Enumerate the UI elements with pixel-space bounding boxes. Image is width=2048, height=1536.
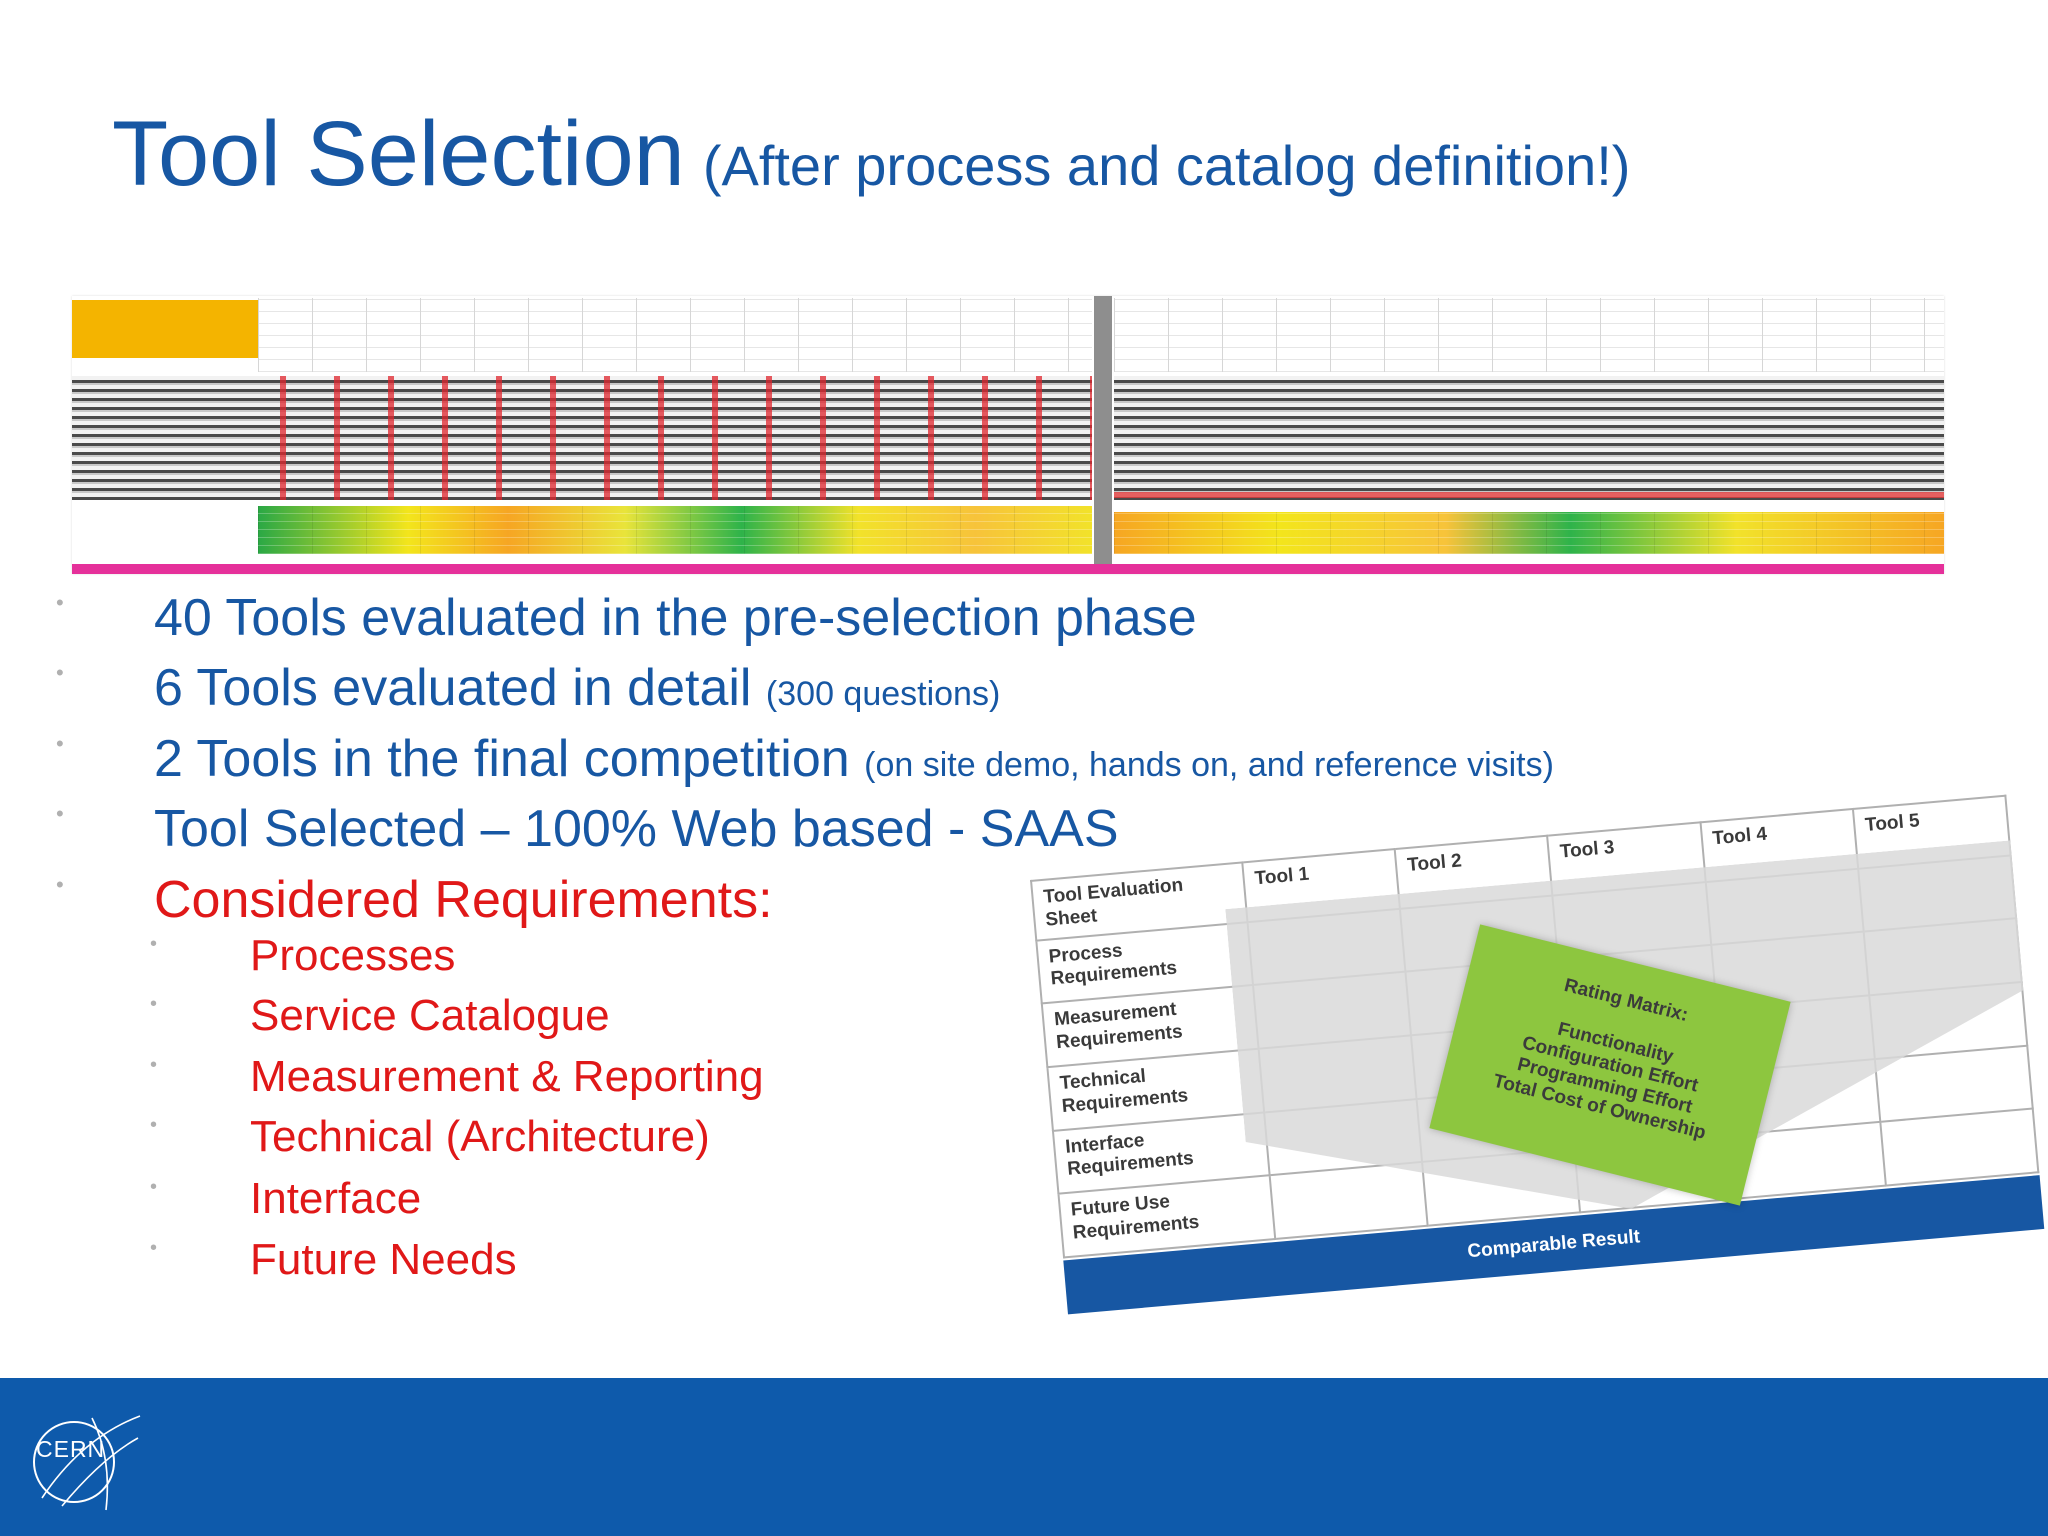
cern-logo-text: CERN — [36, 1436, 106, 1462]
bullet-item: • Tool Selected – 100% Web based - SAAS — [56, 800, 1119, 858]
spreadsheet-red-markers — [258, 376, 1092, 500]
cern-logo-icon — [33, 1415, 141, 1511]
bullet-item: • Considered Requirements: — [56, 871, 773, 929]
bullet-note: (on site demo, hands on, and reference v… — [864, 746, 1554, 784]
bullet-dot: • — [56, 872, 64, 897]
spreadsheet-rows-right — [1114, 376, 1944, 500]
bullet-dot: • — [56, 590, 64, 615]
requirement-text: Future Needs — [250, 1235, 517, 1284]
slide-title-main: Tool Selection — [112, 103, 685, 205]
requirement-text: Technical (Architecture) — [250, 1112, 710, 1161]
spreadsheet-total-row — [72, 564, 1944, 574]
requirement-item: • Service Catalogue — [150, 991, 610, 1040]
requirement-item: • Technical (Architecture) — [150, 1112, 710, 1161]
spreadsheet-header-grid — [258, 298, 1092, 372]
bullet-dot: • — [150, 1176, 158, 1198]
bullet-text: Considered Requirements: — [154, 871, 773, 929]
bullet-note: (300 questions) — [765, 675, 1001, 713]
spreadsheet-thumbnail — [72, 296, 1944, 574]
bullet-item: • 2 Tools in the final competition (on s… — [56, 730, 1554, 788]
bullet-dot: • — [150, 1237, 158, 1259]
bullet-dot: • — [150, 1114, 158, 1136]
bullet-dot: • — [56, 801, 64, 826]
bullet-item: • 40 Tools evaluated in the pre-selectio… — [56, 589, 1197, 647]
bullet-dot: • — [56, 660, 64, 685]
bullet-dot: • — [56, 731, 64, 756]
spreadsheet-header-grid-right — [1114, 298, 1944, 372]
bullet-text: 40 Tools evaluated in the pre-selection … — [154, 589, 1197, 647]
spreadsheet-divider — [1094, 296, 1112, 574]
footer-bar: CERN — [0, 1378, 2048, 1536]
slide-title: Tool Selection(After process and catalog… — [112, 108, 1630, 200]
requirement-item: • Processes — [150, 931, 456, 980]
bullet-dot: • — [150, 933, 158, 955]
bullet-text: 6 Tools evaluated in detail — [154, 659, 752, 717]
spreadsheet-score-heatmap — [258, 506, 1092, 554]
bullet-item: • 6 Tools evaluated in detail (300 quest… — [56, 659, 1001, 717]
bullet-dot: • — [150, 993, 158, 1015]
bullet-text: 2 Tools in the final competition — [154, 730, 850, 788]
requirement-item: • Measurement & Reporting — [150, 1052, 764, 1101]
requirement-text: Processes — [250, 931, 456, 980]
requirement-item: • Future Needs — [150, 1235, 517, 1284]
spreadsheet-score-heatmap-right — [1114, 512, 1944, 554]
spreadsheet-right-pane — [1114, 296, 1944, 574]
slide-subtitle: (After process and catalog definition!) — [702, 134, 1631, 197]
spreadsheet-notes-box — [72, 300, 258, 358]
spreadsheet-red-row — [1114, 492, 1944, 498]
requirement-text: Service Catalogue — [250, 991, 610, 1040]
spreadsheet-left-pane — [72, 296, 1092, 574]
bullet-dot: • — [150, 1054, 158, 1076]
requirement-item: • Interface — [150, 1174, 422, 1223]
requirement-text: Interface — [250, 1174, 422, 1223]
requirement-text: Measurement & Reporting — [250, 1052, 764, 1101]
bullet-text: Tool Selected – 100% Web based - SAAS — [154, 800, 1119, 858]
